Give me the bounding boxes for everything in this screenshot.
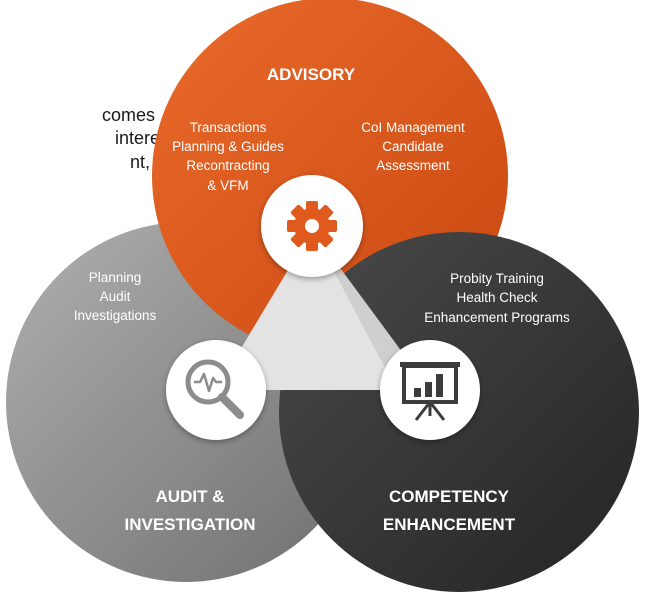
background-text-line-1: comes bbox=[102, 105, 156, 125]
audit-item-3: Investigations bbox=[74, 308, 157, 323]
audit-title-line-1: AUDIT & bbox=[156, 487, 225, 506]
competency-item-3: Enhancement Programs bbox=[424, 310, 570, 325]
competency-title-line-2: ENHANCEMENT bbox=[383, 515, 516, 534]
competency-title-line-1: COMPETENCY bbox=[389, 487, 510, 506]
advisory-right-item-2: Candidate bbox=[382, 139, 444, 154]
competency-item-1: Probity Training bbox=[450, 271, 544, 286]
presentation-chart-icon bbox=[380, 340, 480, 440]
audit-item-1: Planning bbox=[89, 270, 142, 285]
magnifier-pulse-icon bbox=[166, 340, 266, 440]
competency-item-2: Health Check bbox=[456, 290, 537, 305]
advisory-left-item-1: Transactions bbox=[190, 120, 267, 135]
advisory-title: ADVISORY bbox=[267, 65, 356, 84]
advisory-left-item-3: Recontracting bbox=[186, 158, 269, 173]
advisory-right-item-1: CoI Management bbox=[361, 120, 465, 135]
advisory-left-item-2: Planning & Guides bbox=[172, 139, 284, 154]
advisory-right-item-3: Assessment bbox=[376, 158, 450, 173]
gear-icon bbox=[261, 175, 363, 277]
audit-item-2: Audit bbox=[100, 289, 131, 304]
background-text-line-3: nt, bbox=[130, 152, 151, 172]
audit-title-line-2: INVESTIGATION bbox=[125, 515, 256, 534]
advisory-left-item-4: & VFM bbox=[207, 178, 248, 193]
